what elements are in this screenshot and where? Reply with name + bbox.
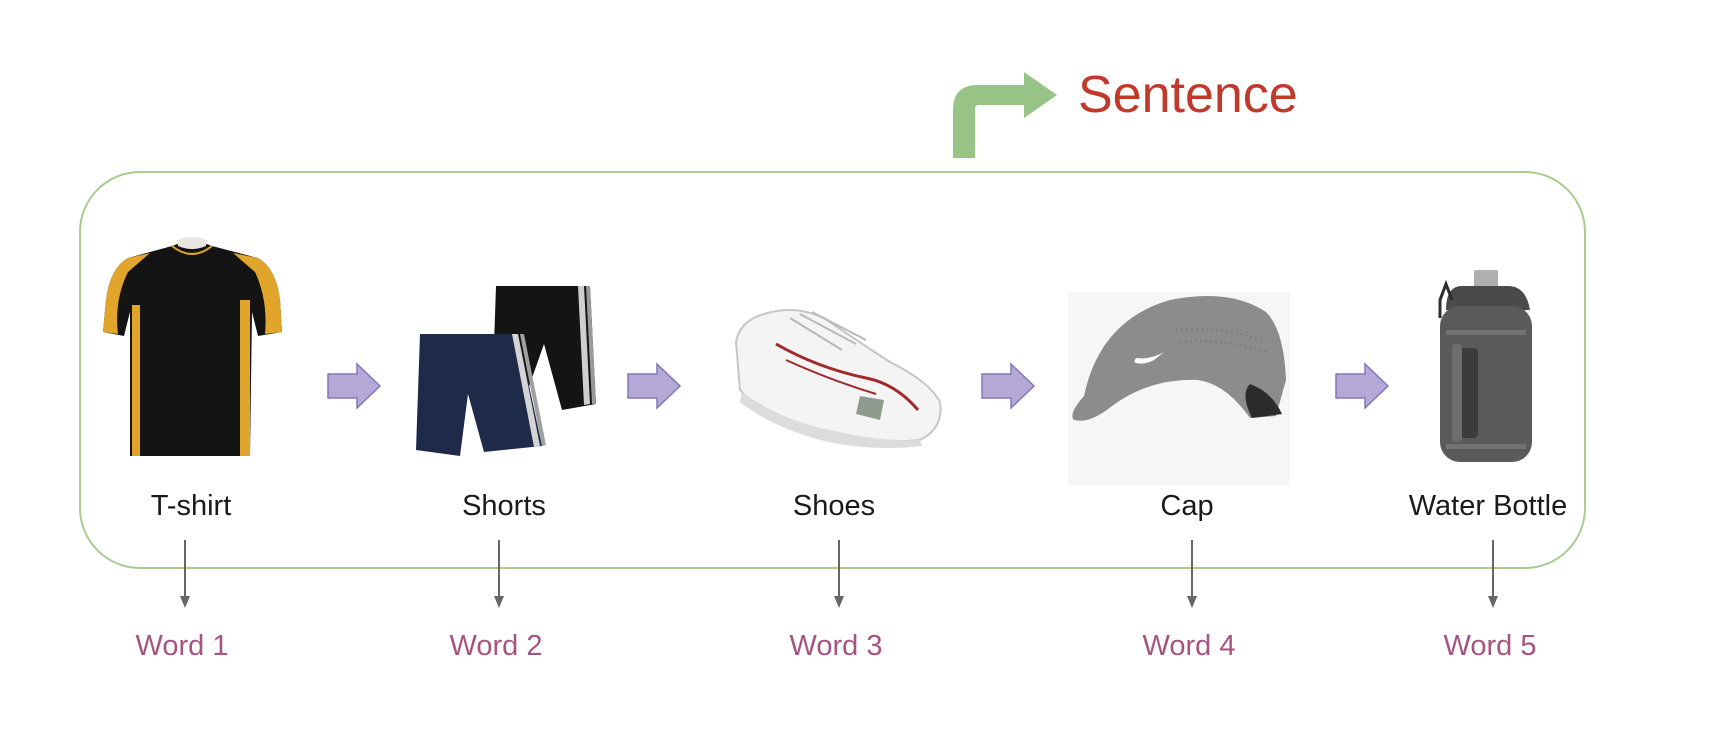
item-label: Shoes bbox=[793, 490, 875, 522]
down-arrow-icon bbox=[180, 540, 190, 608]
water-bottle-icon bbox=[1438, 270, 1532, 462]
word-label: Word 1 bbox=[136, 630, 229, 662]
cap-icon bbox=[1068, 292, 1290, 486]
word-label: Word 5 bbox=[1444, 630, 1537, 662]
item-label: Cap bbox=[1160, 490, 1213, 522]
flow-arrow-icon bbox=[327, 362, 382, 410]
item-label: Shorts bbox=[462, 490, 546, 522]
flow-arrow-icon bbox=[981, 362, 1036, 410]
item-label: T-shirt bbox=[151, 490, 232, 522]
sentence-arrow-icon bbox=[953, 72, 1057, 158]
down-arrow-icon bbox=[494, 540, 504, 608]
shorts-icon bbox=[416, 286, 596, 456]
word-label: Word 3 bbox=[790, 630, 883, 662]
flow-arrow-icon bbox=[1335, 362, 1390, 410]
word-label: Word 2 bbox=[450, 630, 543, 662]
shoes-icon bbox=[734, 309, 942, 448]
down-arrow-icon bbox=[1488, 540, 1498, 608]
flow-arrow-icon bbox=[627, 362, 682, 410]
down-arrow-icon bbox=[834, 540, 844, 608]
word-label: Word 4 bbox=[1143, 630, 1236, 662]
item-label: Water Bottle bbox=[1409, 490, 1567, 522]
t-shirt-icon bbox=[103, 237, 282, 456]
sentence-container bbox=[79, 171, 1586, 569]
down-arrow-icon bbox=[1187, 540, 1197, 608]
sentence-title: Sentence bbox=[1078, 66, 1298, 124]
